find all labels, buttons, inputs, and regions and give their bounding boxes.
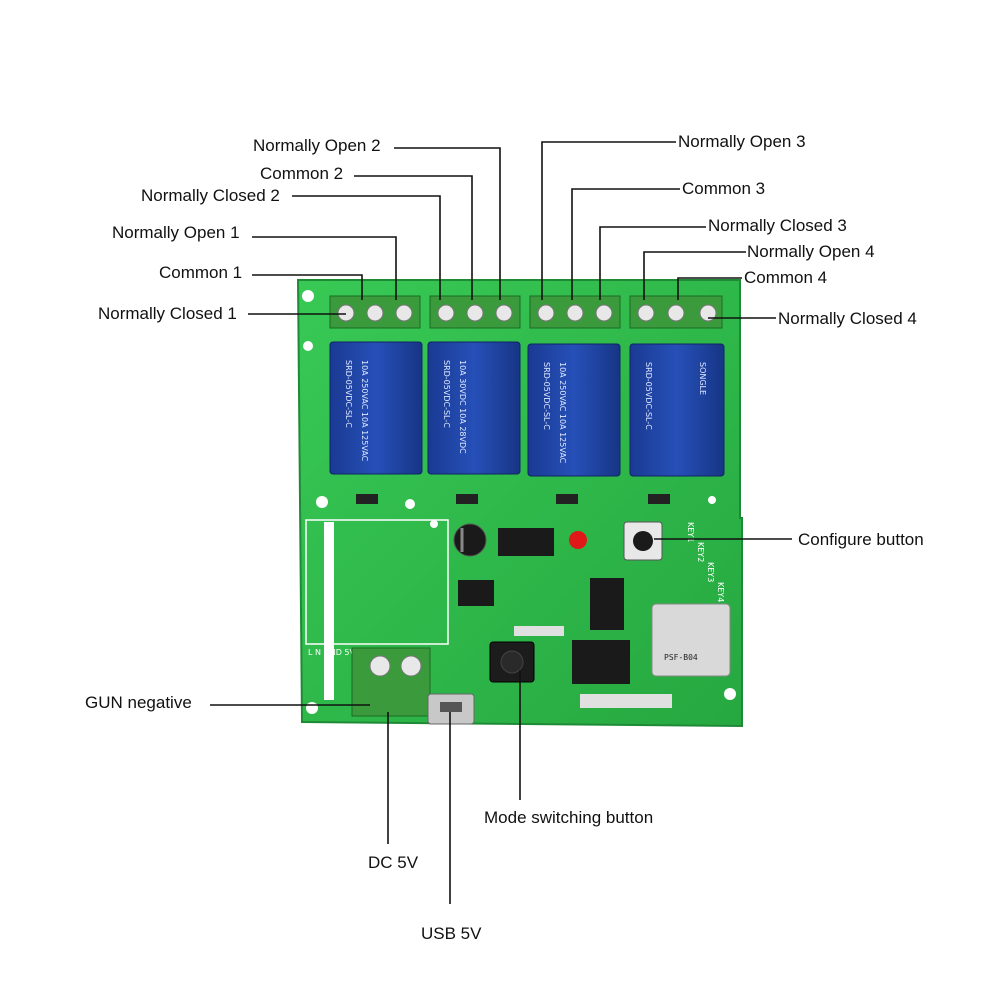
svg-text:KEY2: KEY2: [696, 542, 705, 562]
relay-2-rating: 10A 30VDC 10A 28VDC: [458, 360, 467, 454]
label-dc-5v: DC 5V: [368, 853, 419, 872]
relay-4-model: SRD-05VDC-SL-C: [644, 362, 653, 430]
pin-header: [514, 626, 672, 708]
relay-3-rating: 10A 250VAC 10A 125VAC: [558, 362, 567, 464]
relay-3: SRD-05VDC-SL-C 10A 250VAC 10A 125VAC: [527, 343, 621, 477]
terminal-block-4: [629, 295, 723, 329]
relay-2: SRD-05VDC-SL-C 10A 30VDC 10A 28VDC: [427, 341, 521, 475]
status-led: [569, 531, 587, 549]
label-normally-open-3: Normally Open 3: [678, 132, 806, 151]
relay-4-brand: SONGLE: [698, 362, 707, 395]
terminal-block-3: [529, 295, 621, 329]
label-common-3: Common 3: [682, 179, 765, 198]
label-gun-negative: GUN negative: [85, 693, 192, 712]
svg-text:KEY1: KEY1: [686, 522, 695, 542]
svg-text:KEY4: KEY4: [716, 582, 725, 602]
label-normally-open-1: Normally Open 1: [112, 223, 240, 242]
key-silk: KEY1 KEY2 KEY3 KEY4: [686, 522, 725, 602]
usb-port: [427, 693, 475, 725]
label-normally-open-4: Normally Open 4: [747, 242, 875, 261]
leader-lines: [210, 141, 792, 904]
relay-2-model: SRD-05VDC-SL-C: [442, 360, 451, 428]
label-common-2: Common 2: [260, 164, 343, 183]
relay-1-model: SRD-05VDC-SL-C: [344, 360, 353, 428]
diodes: [356, 494, 670, 504]
label-configure-button: Configure button: [798, 530, 924, 549]
relay-1: SRD-05VDC-SL-C 10A 250VAC 10A 125VAC: [329, 341, 423, 475]
label-mode-switching-button: Mode switching button: [484, 808, 653, 827]
power-silk-text: L N GND 5V: [308, 648, 356, 657]
relay-1-rating: 10A 250VAC 10A 125VAC: [360, 360, 369, 462]
wifi-module: PSF-B04: [651, 603, 731, 677]
ic-chips: [458, 528, 630, 684]
terminal-block-2: [429, 295, 521, 329]
mode-switching-button[interactable]: [489, 641, 535, 683]
label-normally-closed-1: Normally Closed 1: [98, 304, 237, 323]
wifi-module-label: PSF-B04: [664, 653, 698, 662]
label-usb-5v: USB 5V: [421, 924, 482, 943]
relay-4: SRD-05VDC-SL-C SONGLE: [629, 343, 725, 477]
label-common-1: Common 1: [159, 263, 242, 282]
label-common-4: Common 4: [744, 268, 827, 287]
relay-3-model: SRD-05VDC-SL-C: [542, 362, 551, 430]
configure-button[interactable]: [623, 521, 663, 561]
svg-text:KEY3: KEY3: [706, 562, 715, 582]
capacitor: [453, 523, 487, 557]
label-normally-closed-2: Normally Closed 2: [141, 186, 280, 205]
label-normally-closed-3: Normally Closed 3: [708, 216, 847, 235]
label-normally-open-2: Normally Open 2: [253, 136, 381, 155]
label-normally-closed-4: Normally Closed 4: [778, 309, 917, 328]
terminal-block-1: [329, 295, 421, 329]
